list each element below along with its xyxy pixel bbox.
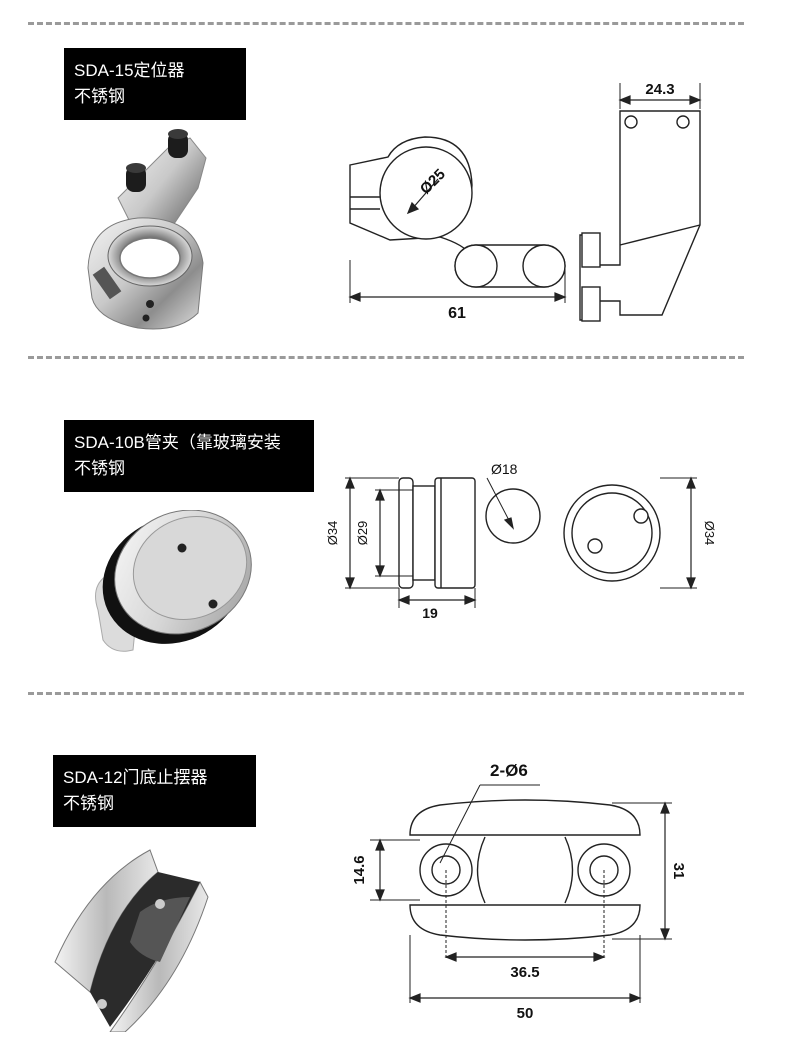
- product-photo-sda-10b: [95, 510, 252, 652]
- product-label-sda-15: SDA-15定位器 不锈钢: [64, 48, 246, 120]
- product-photo-sda-12: [54, 849, 209, 1032]
- dimension-label: Ø18: [491, 461, 518, 477]
- dimension-label: 50: [517, 1005, 534, 1022]
- dimension-label: 31: [670, 863, 687, 880]
- product-material: 不锈钢: [74, 87, 125, 106]
- dimension-label: Ø34: [325, 521, 340, 546]
- dimension-label: 24.3: [645, 81, 674, 98]
- dimension-label: Ø34: [702, 521, 717, 546]
- technical-drawing-sda-10b: Ø18 Ø34 Ø29 19 Ø34: [325, 461, 717, 621]
- section-divider-top: [28, 22, 744, 25]
- section-divider-1: [28, 356, 744, 359]
- product-model: SDA-15定位器: [74, 61, 185, 80]
- product-label-sda-10b: SDA-10B管夹（靠玻璃安装 不锈钢: [64, 420, 314, 492]
- dimension-label: 61: [448, 305, 466, 322]
- product-photo-sda-15: [87, 129, 207, 330]
- dimension-label: 36.5: [510, 964, 539, 981]
- technical-drawing-sda-12: 2-Ø6 14.6 31 36.5 50: [351, 761, 687, 1022]
- product-label-sda-12: SDA-12门底止摆器 不锈钢: [53, 755, 256, 827]
- product-material: 不锈钢: [74, 459, 125, 478]
- dimension-label: 2-Ø6: [490, 761, 528, 780]
- product-material: 不锈钢: [63, 794, 114, 813]
- product-model: SDA-10B管夹（靠玻璃安装: [74, 433, 281, 452]
- technical-drawing-sda-15: Ø25 61 24.3: [348, 81, 702, 322]
- dimension-label: 14.6: [351, 855, 368, 884]
- product-model: SDA-12门底止摆器: [63, 768, 208, 787]
- section-divider-2: [28, 692, 744, 695]
- dimension-label: 19: [422, 605, 438, 621]
- dimension-label: Ø29: [355, 521, 370, 546]
